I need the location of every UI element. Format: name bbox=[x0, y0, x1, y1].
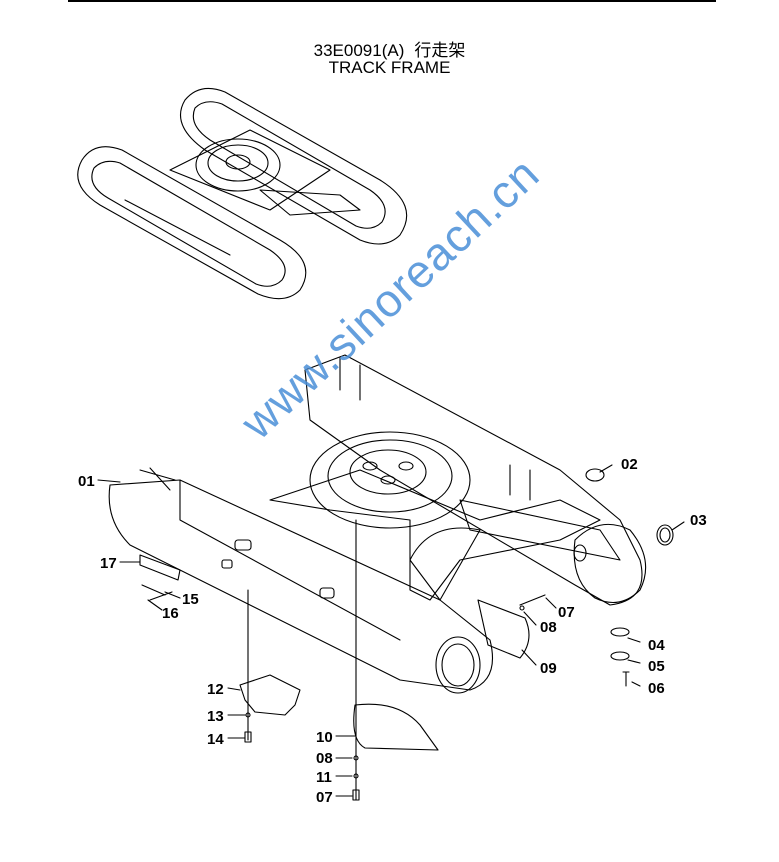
leader-09 bbox=[521, 649, 537, 666]
callout-07-lower: 07 bbox=[316, 789, 333, 806]
overview-rear-track bbox=[180, 87, 408, 245]
callout-07: 07 bbox=[558, 604, 575, 621]
part-17-guard bbox=[139, 554, 181, 581]
hub-hole-3 bbox=[380, 475, 396, 485]
frame-opening-1 bbox=[234, 539, 252, 551]
callout-04: 04 bbox=[648, 637, 665, 654]
part-02-ring bbox=[585, 468, 605, 482]
part-05-washer bbox=[610, 651, 630, 661]
hub-hole-1 bbox=[362, 461, 378, 471]
overview-front-track bbox=[77, 146, 307, 300]
frame-opening-2 bbox=[319, 587, 335, 599]
callout-08-lower: 08 bbox=[316, 750, 333, 767]
overview-front-track-inner bbox=[91, 160, 286, 287]
callout-16: 16 bbox=[162, 605, 179, 622]
part-14-bolt bbox=[244, 731, 252, 743]
rear-idler-end bbox=[573, 523, 647, 604]
callout-03: 03 bbox=[690, 512, 707, 529]
part-code: 33E0091(A) bbox=[313, 41, 405, 60]
leader-04 bbox=[627, 637, 641, 643]
chinese-title: 行走架 bbox=[414, 41, 466, 61]
hub-hole-2 bbox=[398, 461, 414, 471]
callout-06: 06 bbox=[648, 680, 665, 697]
leader-lines bbox=[97, 464, 685, 797]
overview-swing-ring-inner bbox=[207, 144, 269, 182]
leader-07 bbox=[545, 597, 557, 609]
leader-06 bbox=[631, 681, 641, 687]
rear-frame-brackets bbox=[339, 357, 531, 501]
callout-17: 17 bbox=[100, 555, 117, 572]
part-11-lockwasher bbox=[353, 773, 359, 779]
leader-01 bbox=[97, 479, 121, 483]
part-13-washer bbox=[245, 712, 251, 718]
part-08-washer-lower bbox=[353, 755, 359, 761]
leader-05 bbox=[627, 659, 641, 664]
swing-bearing-hub bbox=[349, 449, 427, 495]
rear-crossmember bbox=[459, 499, 621, 561]
part-03-plug bbox=[656, 524, 674, 546]
front-frame-bracket bbox=[139, 467, 176, 491]
callout-12: 12 bbox=[207, 681, 224, 698]
callout-09: 09 bbox=[540, 660, 557, 677]
frame-opening-3 bbox=[221, 559, 233, 569]
main-assembly bbox=[108, 354, 647, 694]
diagram-code-title: 33E0091(A) 行走架 bbox=[0, 36, 779, 61]
part-06-bolt bbox=[622, 671, 630, 687]
center-body bbox=[269, 469, 601, 601]
part-08-washer bbox=[519, 605, 525, 611]
front-side-frame bbox=[108, 479, 494, 691]
callout-11: 11 bbox=[316, 769, 332, 786]
callout-13: 13 bbox=[207, 708, 224, 725]
leader-02 bbox=[599, 464, 613, 473]
overview-center-frame bbox=[169, 129, 331, 211]
overview-assembly bbox=[77, 87, 408, 300]
leader-16 bbox=[147, 599, 163, 611]
part-09-cover bbox=[477, 599, 530, 659]
overview-swing-ring bbox=[195, 138, 281, 192]
part-07-bolt-lower bbox=[352, 789, 360, 801]
leader-15 bbox=[164, 591, 181, 599]
english-title: TRACK FRAME bbox=[328, 58, 451, 77]
part-07-bolt bbox=[519, 594, 546, 606]
leader-08 bbox=[523, 611, 537, 626]
callout-10: 10 bbox=[316, 729, 333, 746]
top-border-line bbox=[68, 0, 716, 2]
leader-12 bbox=[227, 687, 241, 691]
overview-rear-track-inner bbox=[192, 101, 386, 229]
callout-15: 15 bbox=[182, 591, 199, 608]
center-leg-web bbox=[409, 527, 481, 601]
overview-leg bbox=[259, 189, 361, 216]
part-12-bracket bbox=[239, 674, 301, 716]
part-04-shim bbox=[610, 627, 630, 637]
front-end-bore bbox=[435, 636, 481, 694]
callout-08: 08 bbox=[540, 619, 557, 636]
part-10-bottom-plate bbox=[353, 703, 439, 751]
callout-05: 05 bbox=[648, 658, 665, 675]
part-03-plug-inner bbox=[659, 527, 671, 543]
swing-bearing-outer bbox=[309, 431, 471, 529]
callout-02: 02 bbox=[621, 456, 638, 473]
callout-01: 01 bbox=[78, 473, 95, 490]
callout-labels: 01 02 03 04 05 06 07 08 09 10 08 11 07 1… bbox=[78, 456, 707, 806]
swing-bearing-inner bbox=[327, 439, 453, 513]
exploded-parts bbox=[139, 468, 674, 801]
overview-side-rail bbox=[124, 199, 231, 256]
leader-03 bbox=[671, 521, 685, 531]
front-frame-edge bbox=[179, 479, 401, 641]
callout-14: 14 bbox=[207, 731, 224, 748]
front-end-bore-inner bbox=[441, 643, 475, 687]
overview-swing-hub bbox=[225, 154, 251, 170]
